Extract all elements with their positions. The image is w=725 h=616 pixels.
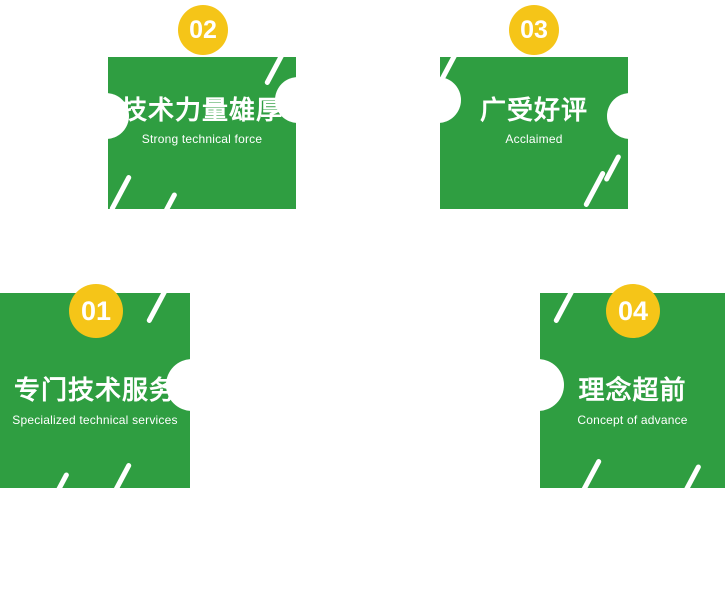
notch-right	[275, 77, 296, 123]
feature-subtitle: Specialized technical services	[12, 412, 178, 427]
feature-card-concept-advance: 理念超前 Concept of advance	[540, 293, 725, 488]
number-badge-03: 03	[509, 5, 559, 55]
feature-content: 专门技术服务 Specialized technical services	[0, 304, 190, 488]
badge-number: 03	[520, 15, 548, 44]
feature-content: 广受好评 Acclaimed	[440, 57, 628, 197]
notch-right	[607, 93, 628, 139]
number-badge-01: 01	[69, 284, 123, 338]
feature-card-technical-force: 技术力量雄厚 Strong technical force	[108, 57, 296, 209]
badge-number: 04	[617, 295, 649, 326]
feature-title: 广受好评	[479, 94, 588, 125]
number-badge-04: 04	[606, 284, 660, 338]
notch-left	[108, 93, 129, 139]
feature-subtitle: Concept of advance	[577, 412, 688, 427]
feature-content: 理念超前 Concept of advance	[540, 304, 725, 488]
feature-subtitle: Acclaimed	[505, 132, 563, 147]
feature-content: 技术力量雄厚 Strong technical force	[108, 57, 296, 197]
feature-subtitle: Strong technical force	[141, 132, 263, 147]
number-badge-02: 02	[178, 5, 228, 55]
badge-number: 01	[80, 295, 112, 326]
feature-title: 专门技术服务	[13, 375, 176, 406]
feature-title: 技术力量雄厚	[120, 94, 283, 125]
feature-title: 理念超前	[578, 375, 687, 406]
notch-left	[440, 77, 461, 123]
feature-card-acclaimed: 广受好评 Acclaimed	[440, 57, 628, 209]
badge-number: 02	[189, 15, 217, 44]
